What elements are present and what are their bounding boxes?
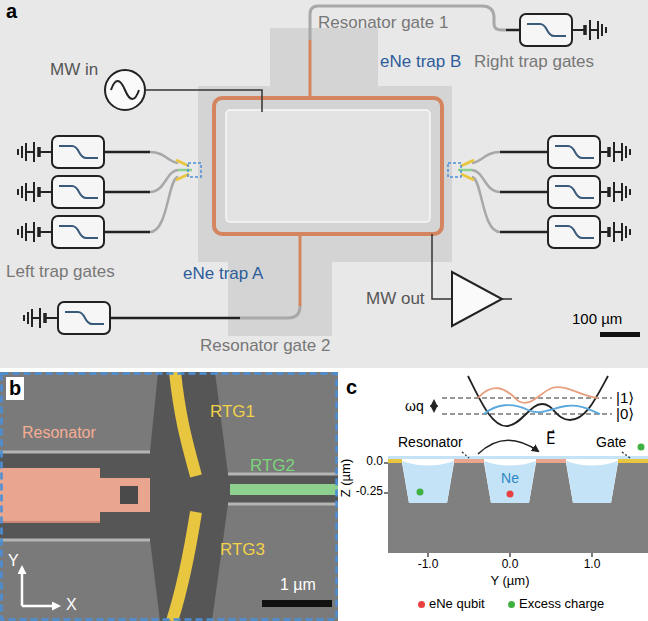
state-label: |0⟩ (616, 405, 634, 422)
part-label: Resonator (22, 424, 96, 442)
legend-swatch (508, 601, 515, 608)
state-label: |1⟩ (616, 389, 634, 406)
trap-label: eNe trap A (183, 264, 263, 284)
gate-label: Right trap gates (474, 52, 594, 72)
legend-swatch (418, 601, 425, 608)
tick-label: 0.0 (502, 558, 519, 572)
axis-label: Z (µm) (339, 459, 354, 498)
material-label: Ne (501, 470, 519, 486)
scale-label: 1 µm (280, 576, 316, 594)
scale-label: 100 µm (572, 310, 622, 327)
tick-label: 1.0 (584, 558, 601, 572)
panel-letter: c (346, 376, 357, 399)
part-label: Resonator (398, 434, 463, 450)
symbol-label: E⃗ (546, 430, 555, 447)
axis-label: Y (µm) (490, 574, 529, 589)
symbol-label: ωq (405, 398, 424, 414)
tick-label: -0.25 (356, 485, 383, 499)
part-label: RTG1 (210, 402, 255, 422)
tick-label: -1.0 (418, 558, 439, 572)
part-label: RTG3 (220, 540, 265, 560)
part-label: Gate (596, 434, 626, 450)
gate-label: Resonator gate 1 (318, 13, 448, 33)
gate-label: Resonator gate 2 (200, 336, 330, 356)
legend-item: Excess charge (508, 597, 604, 612)
legend-text: eNe qubit (429, 597, 485, 612)
legend-item: eNe qubit (418, 597, 485, 612)
legend-text: Excess charge (519, 597, 604, 612)
tick-label: 0.0 (366, 455, 383, 469)
gate-label: Left trap gates (6, 262, 115, 282)
axis-label: Y (8, 552, 19, 570)
trap-label: eNe trap B (380, 52, 461, 72)
part-label: RTG2 (250, 456, 295, 476)
panel-letter: b (6, 377, 24, 400)
axis-label: X (66, 596, 77, 614)
panel-letter: a (6, 0, 17, 23)
output-label: MW out (366, 289, 425, 309)
source-label: MW in (50, 60, 98, 80)
